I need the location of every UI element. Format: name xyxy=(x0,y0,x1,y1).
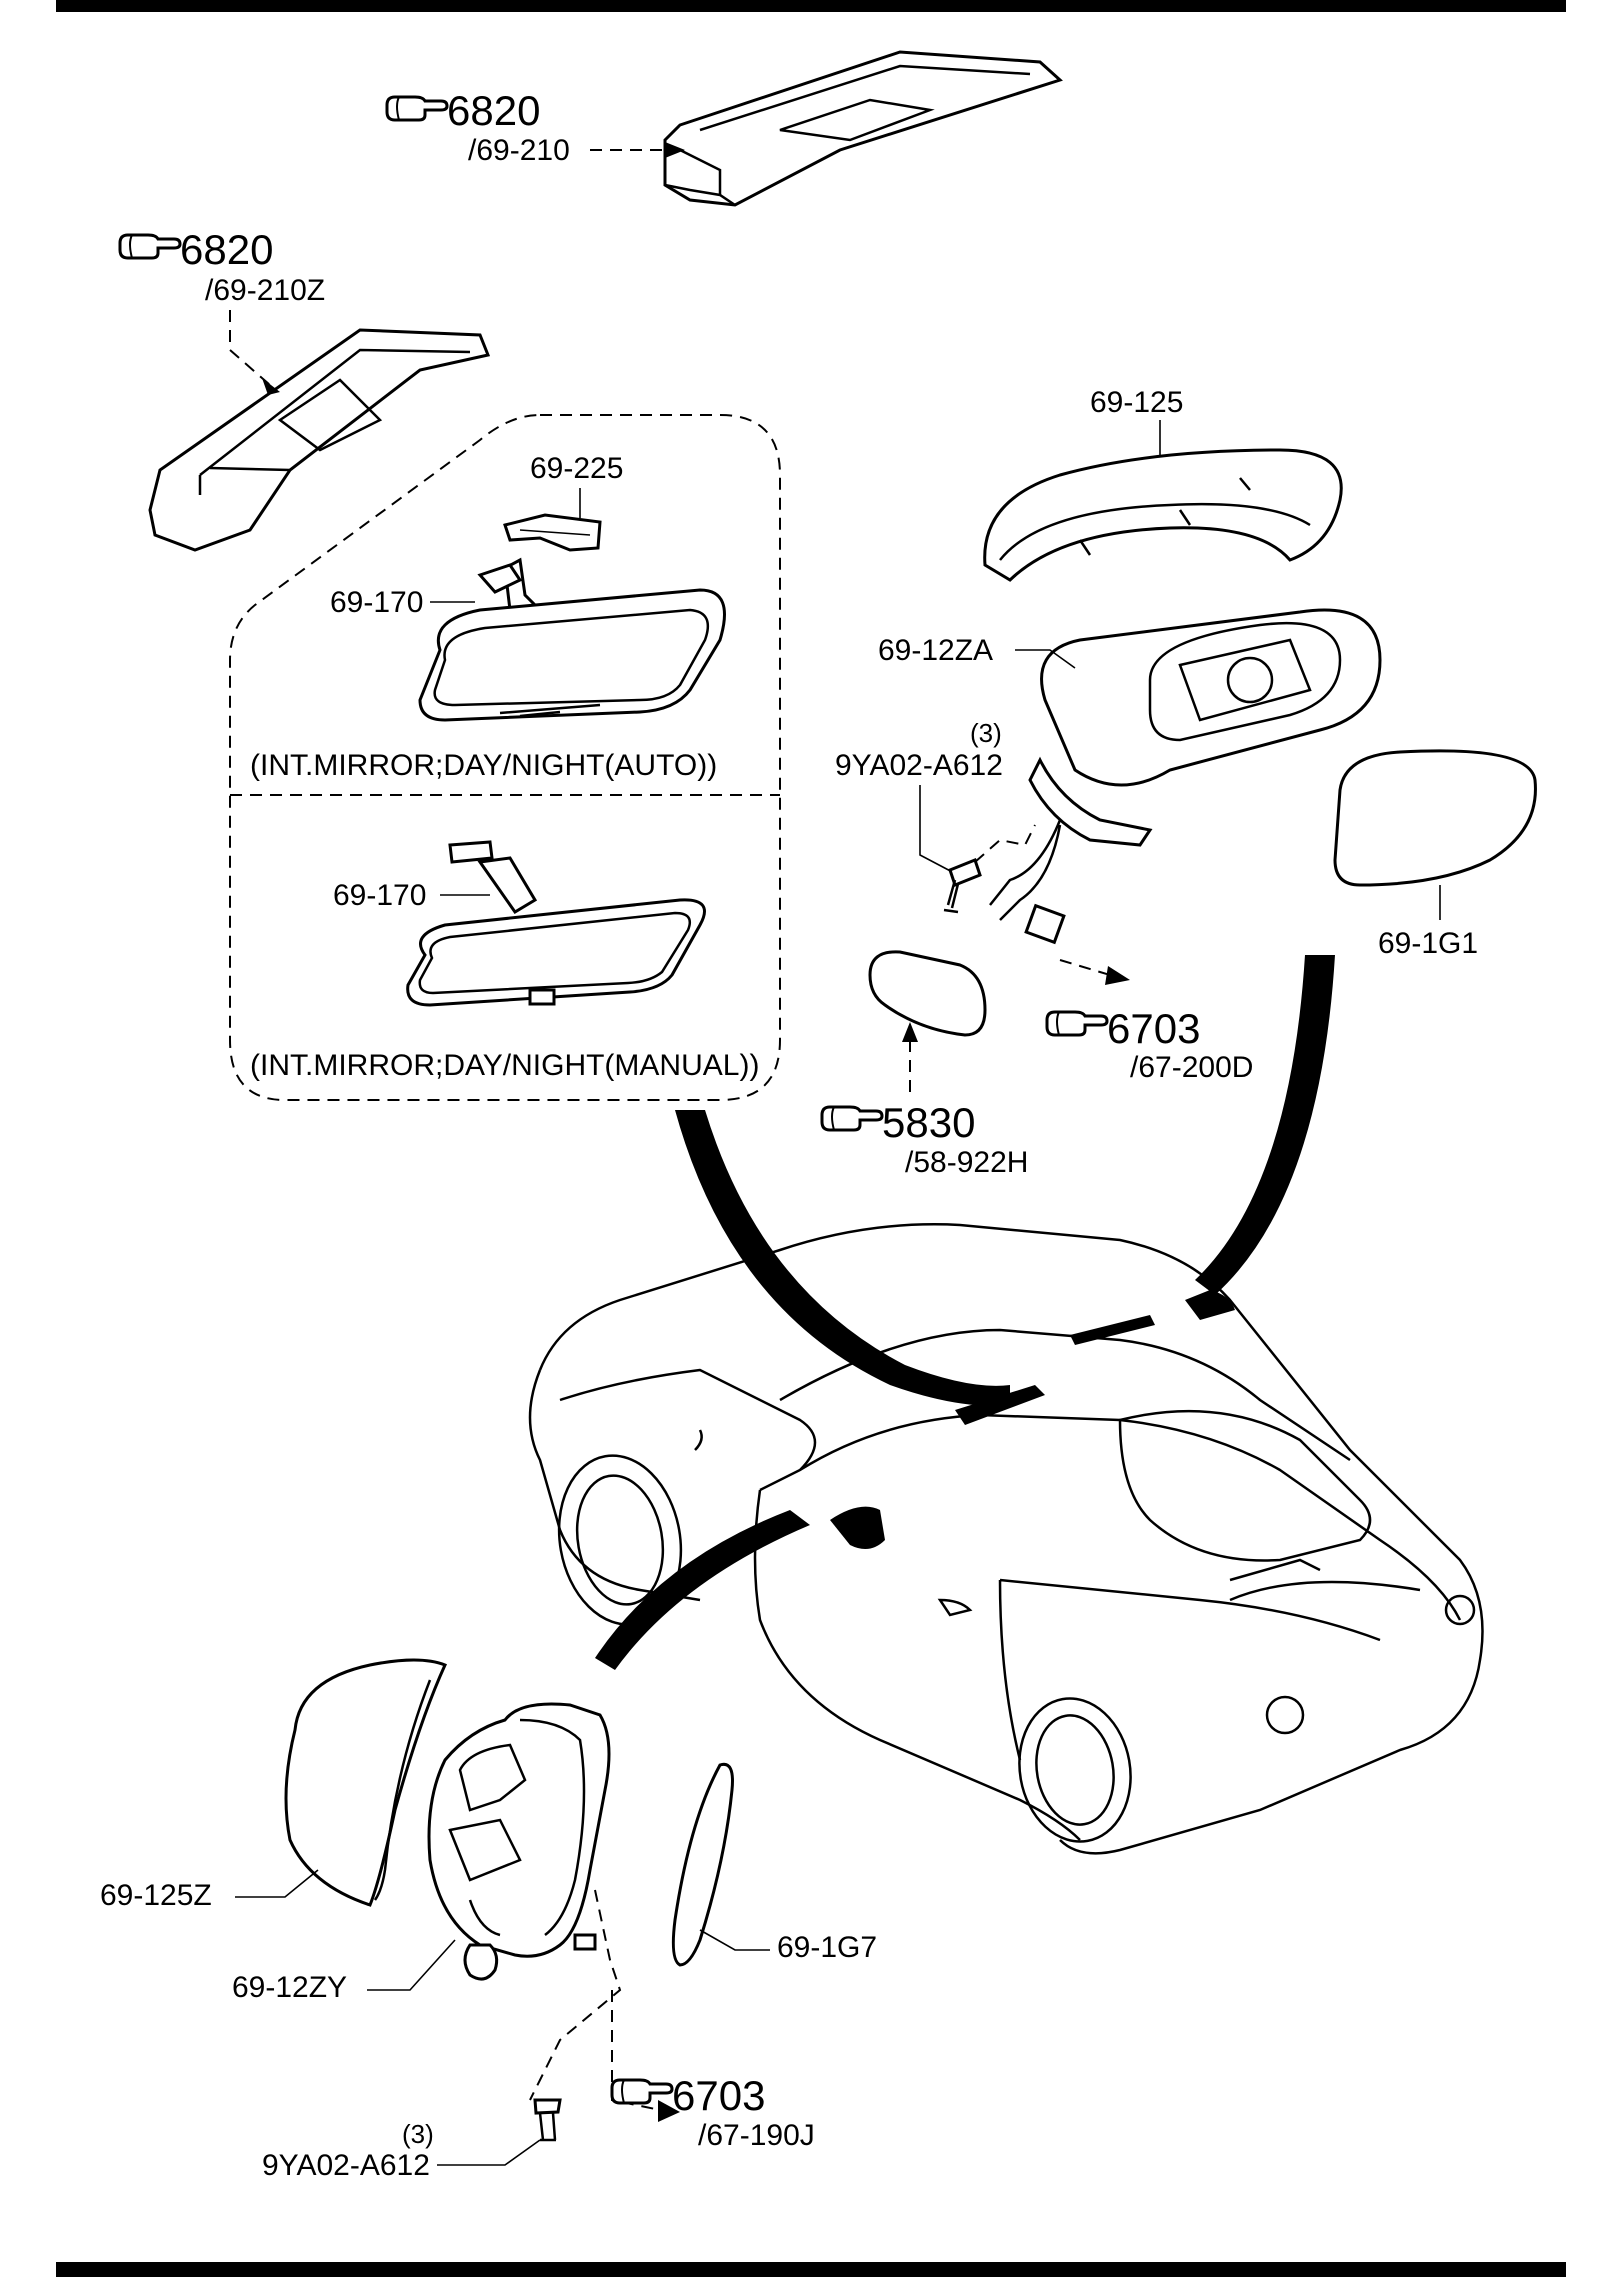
ref-number: 6703 xyxy=(1107,1005,1200,1052)
mirror-cover-69-125 xyxy=(983,448,1343,582)
caption-auto: (INT.MIRROR;DAY/NIGHT(AUTO)) xyxy=(250,749,717,782)
part-label-69-125z: 69-125Z xyxy=(100,1879,212,1912)
ref-number: 5830 xyxy=(882,1099,975,1146)
pointing-hand-icon xyxy=(118,233,182,260)
ref-subnumber: /69-210 xyxy=(468,134,570,167)
ref-number: 6820 xyxy=(180,226,273,273)
ref-number: 6820 xyxy=(447,87,540,134)
interior-mirror-group-border xyxy=(229,414,781,1101)
mirror-housing-69-12za xyxy=(989,608,1382,945)
mirror-glass-69-1g1 xyxy=(1333,749,1537,887)
sunvisor-right xyxy=(663,50,1063,207)
turn-lamp xyxy=(868,950,987,1037)
ref-5830: 5830 /58-922H xyxy=(820,1022,1028,1179)
bolt-label-right: 9YA02-A612 xyxy=(835,749,1003,782)
mirror-auto xyxy=(418,557,726,722)
part-label-69-125: 69-125 xyxy=(1090,386,1183,419)
mirror-cover-69-125z xyxy=(284,1658,448,1907)
caption-manual: (INT.MIRROR;DAY/NIGHT(MANUAL)) xyxy=(250,1049,759,1082)
mirror-manual xyxy=(406,840,706,1007)
bolt-label-bottom: 9YA02-A612 xyxy=(262,2149,430,2182)
pointing-hand-icon xyxy=(1045,1010,1109,1037)
part-label-69-12za: 69-12ZA xyxy=(878,634,993,667)
part-label-69-170-manual: 69-170 xyxy=(333,879,426,912)
part-label-69-12zy: 69-12ZY xyxy=(232,1971,347,2004)
sunvisor-left xyxy=(148,328,491,552)
callout-swoosh-left xyxy=(595,1510,810,1670)
part-label-69-1g7: 69-1G7 xyxy=(777,1931,877,1964)
ref-6703-bottom: 6703 /67-190J xyxy=(610,2072,815,2152)
ref-6820-left: 6820 /69-210Z xyxy=(118,226,325,395)
car-highlights xyxy=(830,1290,1235,1549)
bolt-bottom: (3) 9YA02-A612 xyxy=(262,1889,680,2182)
pointing-hand-icon xyxy=(385,95,449,122)
ref-subnumber: /58-922H xyxy=(905,1146,1028,1179)
bottom-border xyxy=(56,2262,1566,2277)
ref-subnumber: /69-210Z xyxy=(205,274,325,307)
top-border xyxy=(56,0,1566,12)
part-label-69-170-auto: 69-170 xyxy=(330,586,423,619)
rain-sensor-cover xyxy=(503,513,602,552)
mirror-housing-69-12zy xyxy=(427,1702,611,1981)
mirror-glass-69-1g7 xyxy=(671,1762,734,1967)
qty-bottom: (3) xyxy=(402,2119,434,2149)
callout-swoosh-right xyxy=(1195,955,1335,1295)
part-label-69-1g1: 69-1G1 xyxy=(1378,927,1478,960)
pointing-hand-icon xyxy=(820,1105,884,1132)
part-label-69-225: 69-225 xyxy=(530,452,623,485)
ref-subnumber: /67-200D xyxy=(1130,1051,1253,1084)
ref-subnumber: /67-190J xyxy=(698,2119,815,2152)
car-outline xyxy=(528,1223,1484,1855)
ref-number: 6703 xyxy=(672,2072,765,2119)
ref-6703-right: 6703 /67-200D xyxy=(1045,959,1253,1084)
pointing-hand-icon xyxy=(610,2078,674,2105)
ref-6820-top: 6820 /69-210 xyxy=(385,87,685,167)
callout-swoosh-interior xyxy=(675,1110,1010,1406)
bolt-right: (3) 9YA02-A612 xyxy=(835,718,1036,914)
qty-right: (3) xyxy=(970,718,1002,748)
